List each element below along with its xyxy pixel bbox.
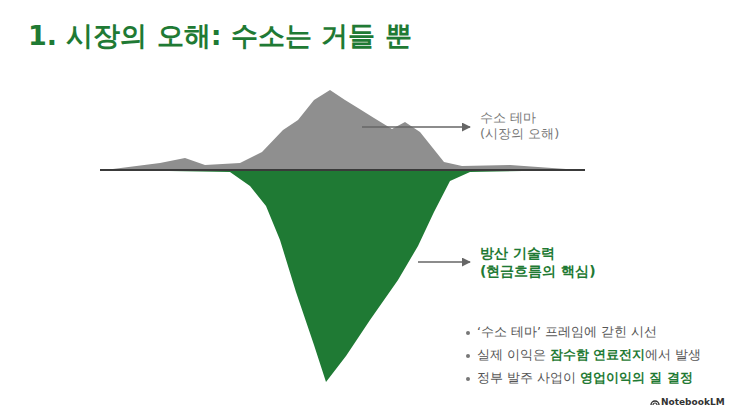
leader-line (418, 261, 470, 263)
bullet-text: ‘수소 테마’ 프레임에 갇힌 시선 (477, 324, 657, 341)
emphasis-text: 잠수함 연료전지 (550, 347, 645, 364)
leader-line (362, 126, 470, 128)
bullet-dot (466, 377, 470, 381)
callout-label: 방산 기술력 (현금흐름의 핵심) (480, 245, 620, 280)
watermark: NotebookLM (661, 397, 725, 408)
bullet-dot (466, 331, 470, 335)
emphasis-text: 영업이익의 질 결정 (580, 370, 693, 387)
iceberg-tip (105, 90, 580, 170)
bullet-item: ‘수소 테마’ 프레임에 갇힌 시선 (466, 324, 657, 341)
notebooklm-logo (651, 401, 659, 405)
bullet-text: 에서 발생 (645, 347, 701, 364)
bullet-text: 실제 이익은 (477, 347, 546, 364)
slide-title: 1. 시장의 오해: 수소는 거들 뿐 (28, 18, 412, 54)
bullet-dot (466, 354, 470, 358)
waterline (100, 169, 585, 171)
bullet-item: 정부 발주 사업이영업이익의 질 결정 (466, 370, 693, 387)
bullet-text: 정부 발주 사업이 (477, 370, 576, 387)
callout-label: 수소 테마 (시장의 오해) (480, 110, 580, 143)
bullet-item: 실제 이익은잠수함 연료전지에서 발생 (466, 347, 701, 364)
